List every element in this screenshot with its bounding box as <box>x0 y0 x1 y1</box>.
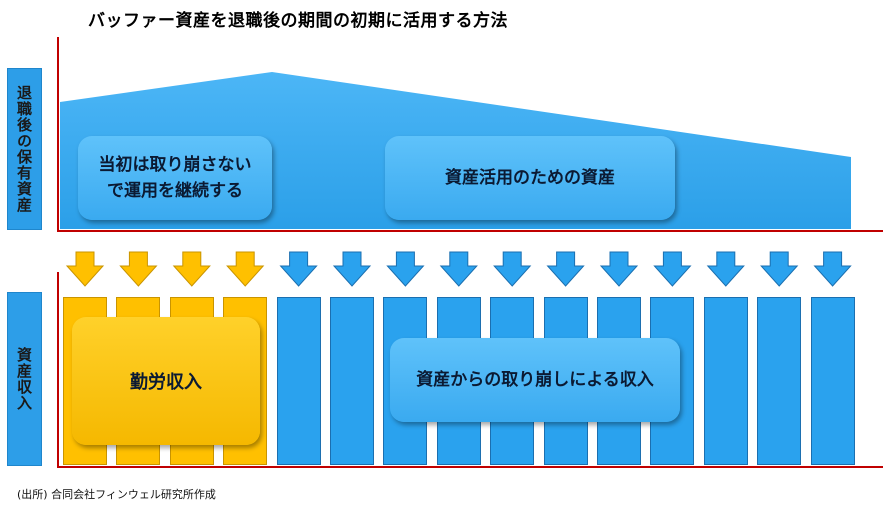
initial-hold-line1: 当初は取り崩さない <box>98 155 252 175</box>
withdrawal-bar <box>810 297 855 465</box>
blue-down-arrow-icon <box>279 251 318 287</box>
blue-down-arrow-icon <box>546 251 585 287</box>
blue-down-arrow-icon <box>653 251 692 287</box>
gold-down-arrow-icon <box>65 251 105 287</box>
initial-hold-line2: で運用を継続する <box>107 181 243 201</box>
top-vertical-axis <box>57 37 59 232</box>
top-horizontal-axis <box>57 230 883 232</box>
blue-down-arrow-icon <box>332 251 372 287</box>
withdrawal-bar <box>757 297 802 465</box>
side-label-assets: 退職後の保有資産 <box>7 68 42 230</box>
withdrawal-income-box: 資産からの取り崩しによる収入 <box>390 338 680 422</box>
blue-down-arrow-icon <box>706 251 745 287</box>
gold-down-arrow-icon <box>119 251 158 287</box>
work-income-box: 勤労収入 <box>72 317 260 445</box>
asset-use-box: 資産活用のための資産 <box>385 136 675 220</box>
blue-down-arrow-icon <box>386 251 425 287</box>
gold-down-arrow-icon <box>172 251 211 287</box>
withdrawal-bar <box>330 297 374 465</box>
bottom-horizontal-axis <box>57 466 883 468</box>
blue-down-arrow-icon <box>813 251 852 287</box>
withdrawal-bar <box>276 297 321 465</box>
side-label-income: 資産収入 <box>7 292 42 466</box>
blue-down-arrow-icon <box>439 251 478 287</box>
gold-down-arrow-icon <box>226 251 265 287</box>
diagram-title: バッファー資産を退職後の期間の初期に活用する方法 <box>88 11 508 31</box>
initial-hold-box: 当初は取り崩さない で運用を継続する <box>78 136 272 220</box>
source-note: (出所) 合同会社フィンウェル研究所作成 <box>17 488 216 501</box>
blue-down-arrow-icon <box>760 251 799 287</box>
withdrawal-bar <box>703 297 748 465</box>
bottom-vertical-axis <box>57 272 59 468</box>
blue-down-arrow-icon <box>493 251 532 287</box>
blue-down-arrow-icon <box>599 251 639 287</box>
